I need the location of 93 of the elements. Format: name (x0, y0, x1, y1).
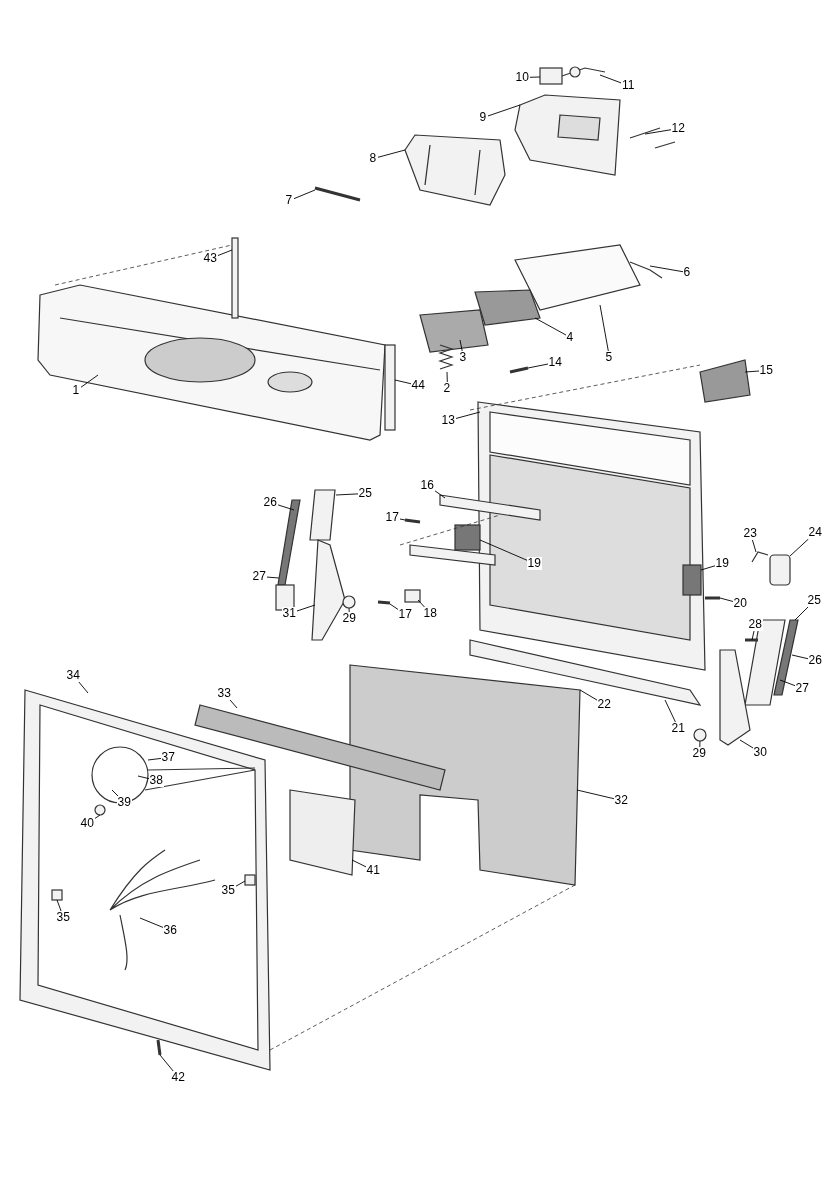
leader-line (699, 740, 701, 748)
leader-line (527, 363, 549, 369)
leader-line (599, 74, 622, 84)
callout-number: 19 (714, 556, 730, 570)
leader-line (446, 371, 448, 383)
leader-line (644, 129, 672, 135)
callout-number: 3 (458, 350, 468, 364)
leader-line (159, 1054, 174, 1072)
leader-line (794, 606, 809, 621)
callout-number: 32 (613, 793, 629, 807)
leader-line (664, 699, 676, 723)
leader-line (78, 681, 89, 694)
leader-line (389, 603, 399, 610)
leader-line (700, 565, 716, 571)
callout-number: 29 (691, 746, 707, 760)
leader-line (579, 689, 598, 701)
callout-number: 16 (419, 478, 435, 492)
callout-number: 4 (565, 330, 575, 344)
callout-number: 25 (357, 486, 373, 500)
callout-number: 15 (758, 363, 774, 377)
leader-line (744, 370, 760, 373)
callout-number: 43 (202, 251, 218, 265)
leader-line (576, 789, 615, 800)
leader-line (296, 604, 316, 612)
callout-number: 42 (170, 1070, 186, 1084)
leader-line (399, 518, 406, 521)
leader-line (377, 149, 406, 158)
callout-number: 23 (742, 526, 758, 540)
leader-line (139, 917, 164, 928)
callout-number: 27 (251, 569, 267, 583)
callout-number: 5 (604, 350, 614, 364)
leader-line (719, 597, 734, 602)
leader-line (137, 775, 150, 780)
callout-number: 21 (670, 721, 686, 735)
leader-line (479, 539, 528, 561)
callout-number: 14 (547, 355, 563, 369)
leader-line (599, 304, 609, 352)
callout-number: 20 (732, 596, 748, 610)
leader-line (649, 265, 684, 273)
leader-line (147, 757, 162, 761)
callout-number: 22 (596, 697, 612, 711)
leader-line (335, 493, 359, 496)
callout-number: 8 (368, 151, 378, 165)
leader-line (751, 539, 757, 553)
leader-line (351, 859, 367, 868)
callout-number: 2 (442, 381, 452, 395)
leader-line (111, 789, 119, 797)
callout-number: 18 (422, 606, 438, 620)
leader-line (229, 699, 238, 709)
leader-line (417, 599, 425, 608)
leader-line (277, 504, 295, 511)
leader-line (455, 411, 481, 419)
leader-line (751, 630, 755, 641)
leader-line (459, 339, 463, 352)
leader-line (56, 899, 62, 912)
leader-line (94, 814, 101, 819)
leader-line (791, 654, 809, 660)
leader-line (739, 739, 754, 749)
leader-line (293, 189, 316, 200)
callout-number: 9 (478, 110, 488, 124)
leader-line (789, 538, 809, 557)
leader-line (534, 317, 567, 336)
leader-line (394, 379, 412, 385)
callout-number: 26 (807, 653, 823, 667)
callout-number: 1 (71, 383, 81, 397)
leader-line (487, 104, 521, 117)
callout-number: 33 (216, 686, 232, 700)
callout-number: 27 (794, 681, 810, 695)
callout-number: 29 (341, 611, 357, 625)
leader-line (434, 490, 446, 499)
leader-line (235, 880, 246, 887)
callout-number: 6 (682, 265, 692, 279)
callout-number: 7 (284, 193, 294, 207)
leader-line (348, 607, 350, 613)
callout-number: 26 (262, 495, 278, 509)
callout-number: 41 (365, 863, 381, 877)
callout-number: 24 (807, 525, 823, 539)
callout-number: 34 (65, 668, 81, 682)
leader-line (80, 374, 99, 388)
leader-line (779, 679, 796, 687)
callout-number: 30 (752, 745, 768, 759)
leader-line (266, 576, 280, 579)
callout-number: 44 (410, 378, 426, 392)
callout-number: 28 (747, 617, 763, 631)
callout-number: 10 (514, 70, 530, 84)
leader-line (217, 249, 233, 256)
callout-number: 17 (397, 607, 413, 621)
callout-number: 12 (670, 121, 686, 135)
callout-number: 11 (621, 78, 636, 92)
callout-number: 13 (440, 413, 456, 427)
callout-number: 17 (384, 510, 400, 524)
leader-line (529, 76, 541, 78)
callout-number: 25 (806, 593, 822, 607)
